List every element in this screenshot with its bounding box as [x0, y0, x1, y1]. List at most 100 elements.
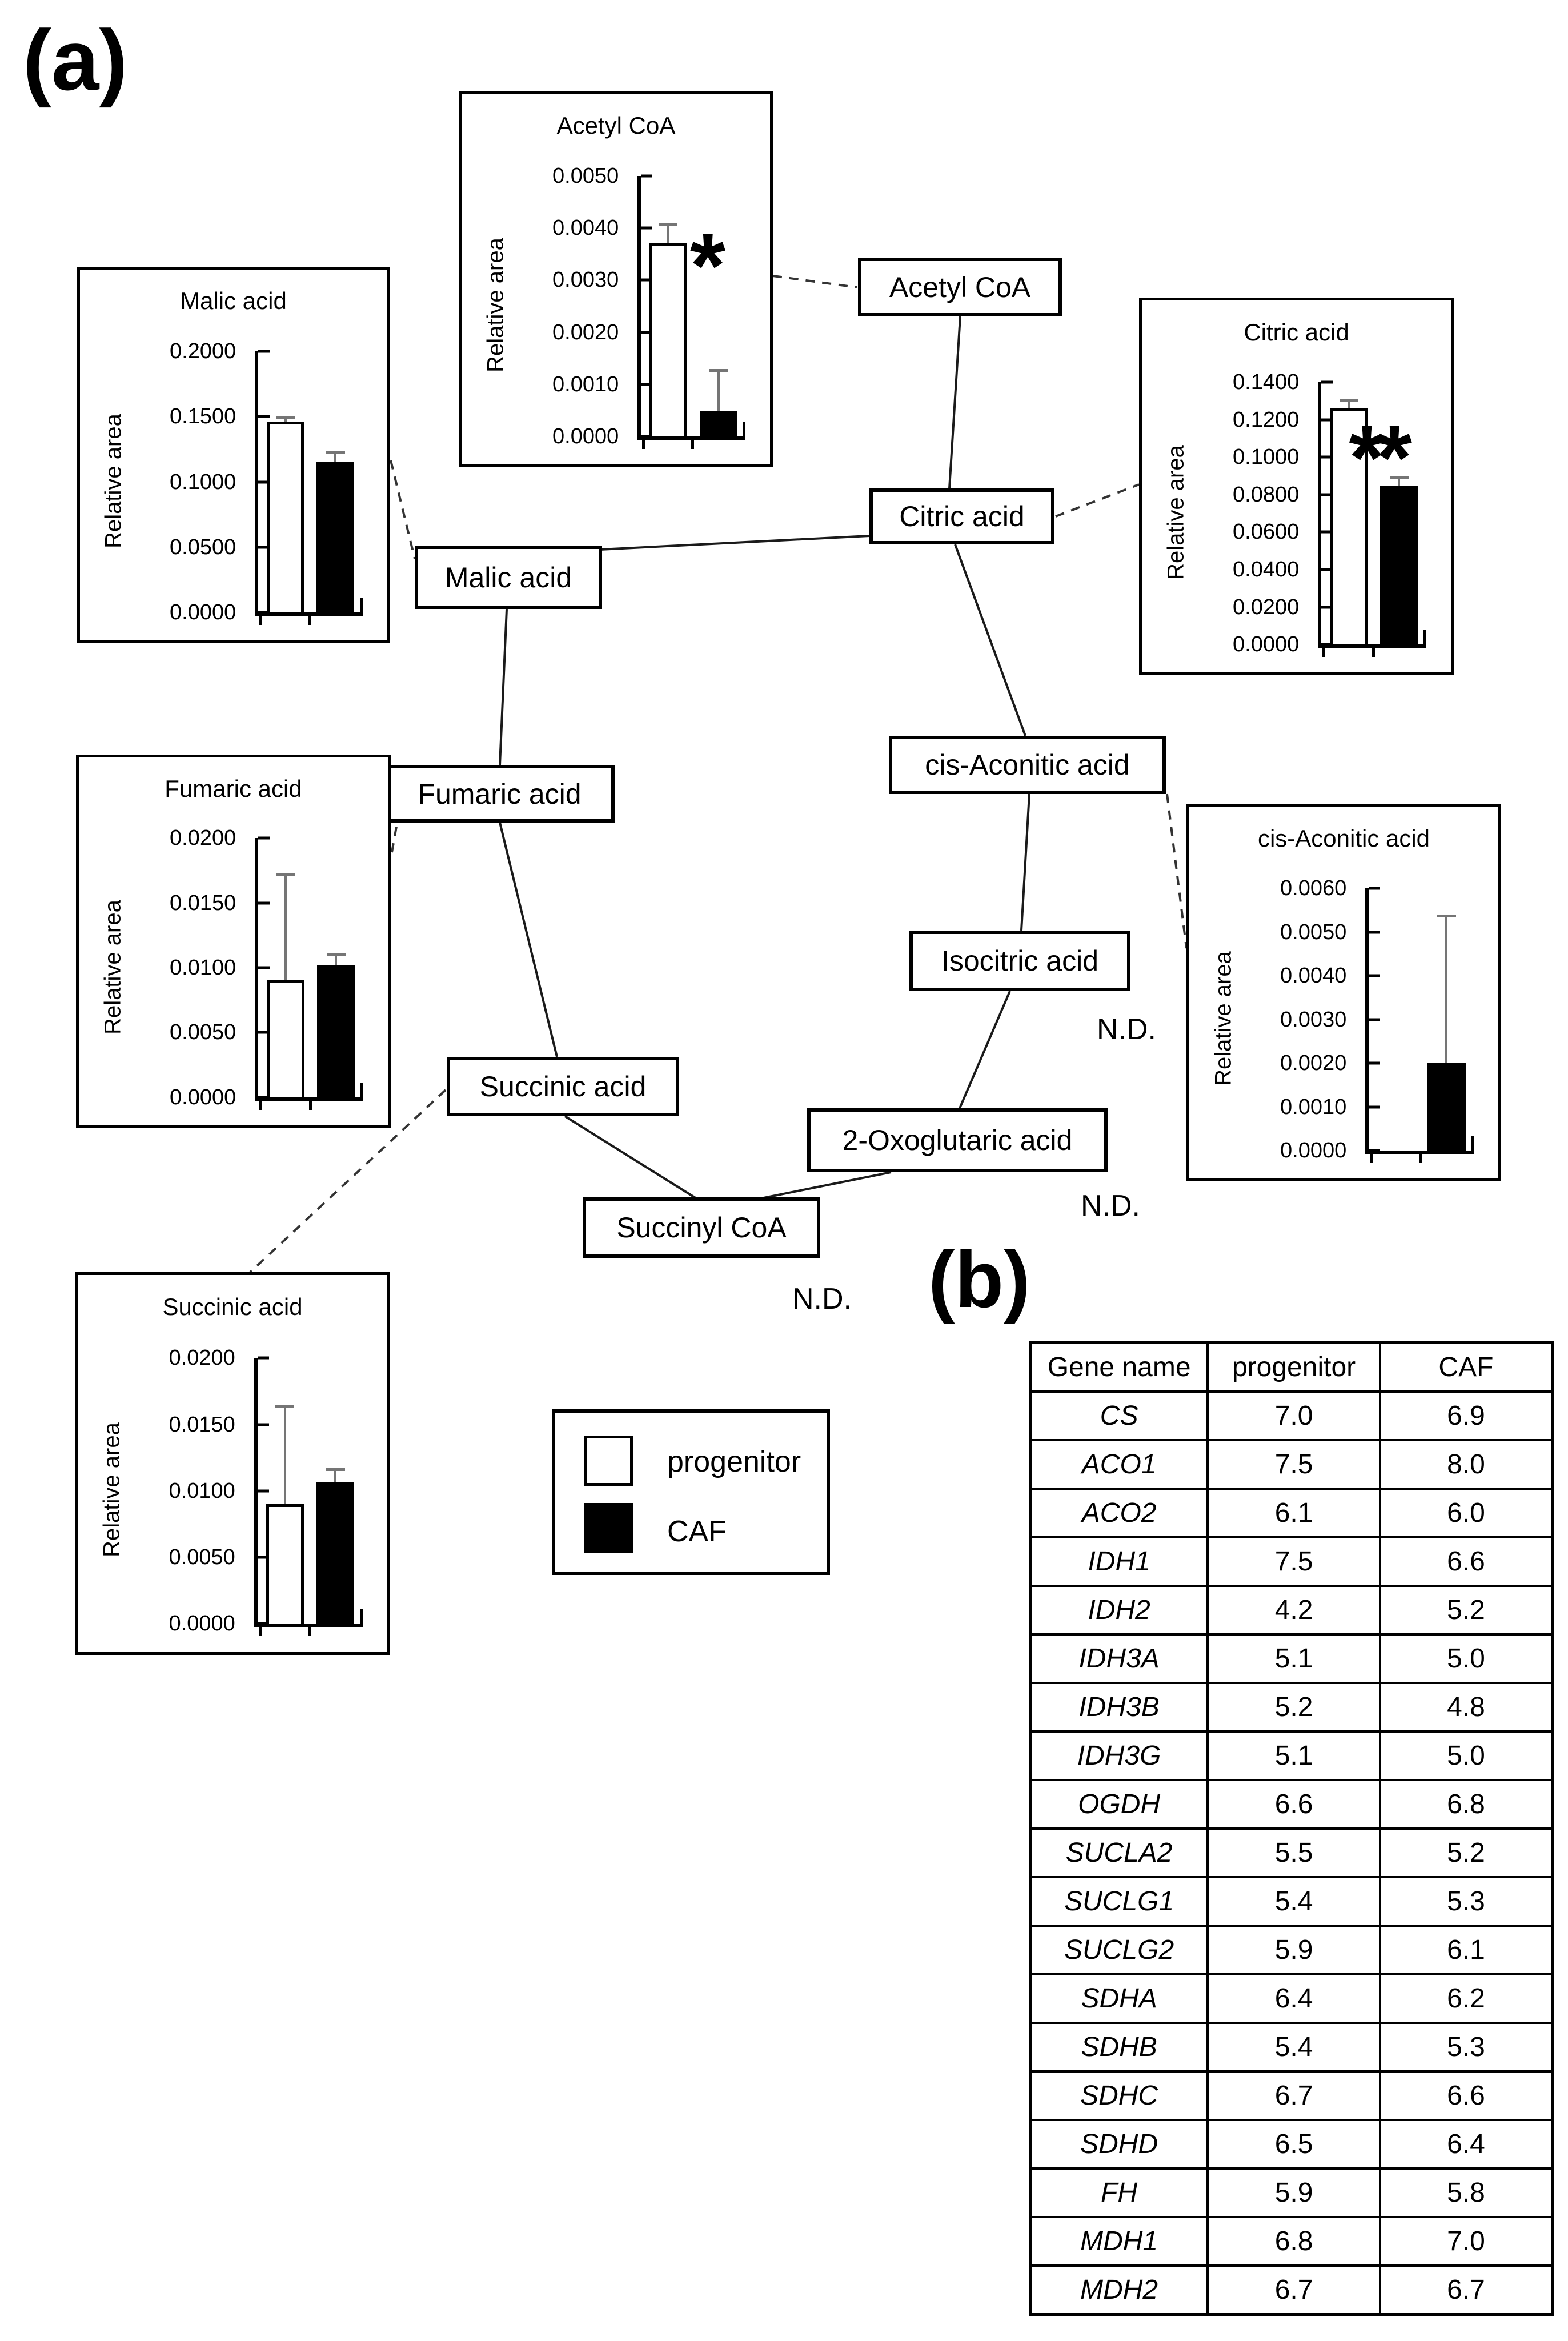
edge-malic-citric [599, 535, 870, 551]
y-tick-mark [1369, 1018, 1381, 1021]
y-tick-mark [1321, 455, 1333, 459]
y-tick-mark [641, 226, 653, 230]
y-tick-mark [1321, 530, 1333, 534]
y-tick-label: 0.2000 [170, 339, 236, 363]
node-citric-acid: Citric acid [869, 488, 1054, 544]
gene-name-cell: ACO1 [1029, 1439, 1209, 1490]
value-cell: 5.5 [1206, 1827, 1381, 1878]
error-bar-cap [1437, 915, 1456, 918]
value-cell: 7.0 [1378, 2216, 1554, 2267]
value-cell: 6.5 [1206, 2119, 1381, 2170]
y-tick-mark [257, 1423, 269, 1426]
y-tick-mark [1321, 643, 1333, 646]
value-cell: 6.1 [1206, 1488, 1381, 1538]
gene-name-cell: CS [1029, 1390, 1209, 1441]
value-cell: 5.1 [1206, 1633, 1381, 1684]
error-bar-caf [709, 368, 728, 411]
gene-name-cell: SDHB [1029, 2022, 1209, 2073]
y-tick-label: 0.0500 [170, 535, 236, 559]
y-tick-mark [641, 174, 653, 178]
y-tick-mark [257, 1556, 269, 1559]
y-tick-mark [641, 278, 653, 282]
value-cell: 5.3 [1378, 2022, 1554, 2073]
error-bar-cap [275, 1404, 295, 1408]
gene-name-cell: IDH2 [1029, 1585, 1209, 1636]
error-bar-stem [283, 1404, 286, 1505]
x-tick-mark [308, 1097, 312, 1110]
value-cell: 6.7 [1378, 2264, 1554, 2316]
y-tick-label: 0.1000 [1233, 445, 1300, 470]
bar-caf [316, 1481, 355, 1624]
gene-name-cell: IDH1 [1029, 1536, 1209, 1587]
chart-title: cis-Aconitic acid [1257, 824, 1430, 852]
axis-end-hook [359, 598, 363, 613]
y-tick-mark [1369, 974, 1381, 977]
value-cell: 5.2 [1206, 1682, 1381, 1733]
legend-label-caf: CAF [667, 1515, 727, 1548]
y-tick-mark [258, 836, 270, 840]
node-succinyl-coa: Succinyl CoA [583, 1197, 820, 1258]
value-cell: 5.9 [1206, 2167, 1381, 2218]
error-bar-caf [1437, 915, 1456, 1064]
error-bar-progenitor [659, 222, 678, 244]
bar-caf [316, 462, 355, 613]
value-cell: 8.0 [1378, 1439, 1554, 1490]
error-bar-stem [335, 953, 338, 965]
y-tick-label: 0.0800 [1233, 482, 1300, 507]
y-tick-mark [1321, 493, 1333, 496]
node-succinic-acid: Succinic acid [447, 1057, 679, 1116]
edge-isocitric-oxoglutaric [959, 991, 1011, 1109]
y-tick-mark [1369, 887, 1381, 890]
x-tick-mark [1370, 1151, 1373, 1164]
node-2-oxoglutaric-acid: 2-Oxoglutaric acid [807, 1108, 1108, 1172]
gene-name-cell: SUCLG2 [1029, 1925, 1209, 1975]
value-cell: 5.0 [1378, 1730, 1554, 1781]
error-bar-stem [284, 873, 287, 980]
edge-succinic-succinyl [564, 1115, 705, 1204]
node-acetyl-coa: Acetyl CoA [858, 258, 1062, 316]
gene-name-cell: SDHC [1029, 2070, 1209, 2121]
chart-title: Fumaric acid [165, 775, 302, 803]
gene-name-cell: MDH2 [1029, 2264, 1209, 2316]
edge-cisaconitic-isocitric [1020, 793, 1030, 931]
significance-marker: ** [1349, 406, 1411, 509]
gene-name-cell: MDH1 [1029, 2216, 1209, 2267]
value-cell: 7.0 [1206, 1390, 1381, 1441]
bar-progenitor [1330, 408, 1368, 645]
table-header-cell: CAF [1378, 1341, 1554, 1393]
value-cell: 5.4 [1206, 2022, 1381, 2073]
y-tick-label: 0.0000 [170, 1085, 236, 1109]
y-tick-label: 0.0040 [552, 215, 619, 240]
nd-label-oxoglutaric: N.D. [1081, 1189, 1140, 1222]
error-bar-caf [326, 953, 346, 965]
value-cell: 6.8 [1378, 1779, 1554, 1830]
error-bar-caf [1389, 476, 1409, 486]
axis-end-hook [743, 422, 746, 437]
axis-end-hook [1423, 630, 1427, 645]
bar-caf [317, 965, 355, 1097]
y-tick-label: 0.0040 [1280, 964, 1347, 988]
value-cell: 6.1 [1378, 1925, 1554, 1975]
callout-succinic-chart [249, 1089, 447, 1273]
error-bar-cap [326, 1468, 345, 1472]
y-tick-label: 0.0060 [1280, 876, 1347, 901]
